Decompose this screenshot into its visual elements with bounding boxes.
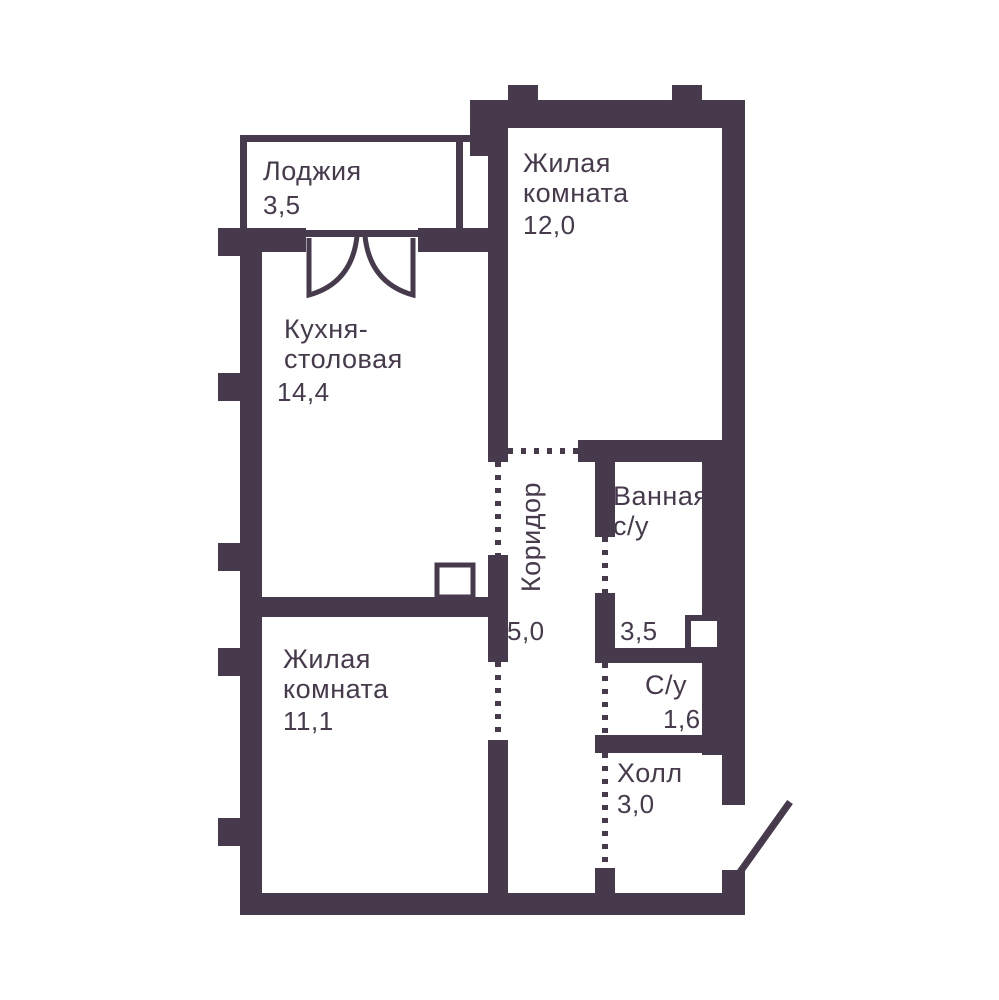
balcony-door-frame <box>305 230 418 237</box>
kitchen-living2-divider <box>262 597 488 617</box>
living1-wall-bottom <box>578 440 745 462</box>
wall-right-inner <box>702 462 722 755</box>
wc-label: С/у <box>645 670 687 700</box>
wall-corner-step <box>470 128 490 156</box>
curtain-left-icon <box>306 235 360 299</box>
living1-area: 12,0 <box>523 210 576 240</box>
living2-label-line1: Жилая <box>283 644 371 674</box>
bathroom-area: 3,5 <box>620 616 658 646</box>
wc-hall-divider <box>595 735 722 753</box>
wall-right-outer-upper <box>722 128 745 805</box>
wall-center-vertical-lower <box>488 740 508 893</box>
bathroom-wall-left-upper <box>595 462 615 537</box>
hall-label: Холл <box>617 758 683 788</box>
vent-shaft-symbol <box>685 615 723 653</box>
loggia-wall-left <box>240 135 247 232</box>
living1-label-line2: комната <box>523 178 629 208</box>
loggia-label: Лоджия <box>263 156 362 186</box>
pilaster-2 <box>218 373 242 401</box>
symbols <box>306 235 793 875</box>
pilaster-3 <box>218 543 242 571</box>
loggia-area: 3,5 <box>263 190 301 220</box>
wc-area: 1,6 <box>663 704 701 734</box>
loggia-wall-top <box>240 135 470 142</box>
corridor-label: Коридор <box>516 482 546 592</box>
hall-wall-left-stub <box>595 868 615 893</box>
labels: Лоджия 3,5 Кухня- столовая 14,4 Жилая ко… <box>263 148 708 819</box>
living1-label-line1: Жилая <box>523 148 611 178</box>
kitchen-label-line2: столовая <box>284 344 403 374</box>
living2-area: 11,1 <box>283 706 334 736</box>
kitchen-area: 14,4 <box>277 377 330 407</box>
bathroom-label-line2: с/у <box>613 511 649 541</box>
kitchen-wall-top-right <box>418 228 508 252</box>
living2-label-line2: комната <box>283 674 389 704</box>
hall-area: 3,0 <box>617 789 655 819</box>
bathroom-wall-left-lower <box>595 593 615 662</box>
bathroom-label-line1: Ванная <box>613 481 708 511</box>
wall-center-vertical-middle <box>488 555 508 662</box>
stove-symbol <box>434 562 476 600</box>
curtain-right-icon <box>362 235 416 299</box>
wall-left-outer <box>240 228 262 915</box>
pilaster-1 <box>218 228 242 256</box>
wall-center-vertical-upper <box>488 100 508 462</box>
entrance-door-leaf <box>737 799 793 875</box>
kitchen-label-line1: Кухня- <box>284 314 368 344</box>
wall-top-outer <box>470 100 745 128</box>
walls <box>218 85 745 915</box>
openings <box>495 448 608 868</box>
pilaster-5 <box>218 818 242 846</box>
kitchen-wall-top-left <box>240 228 306 252</box>
corridor-area: 5,0 <box>507 616 545 646</box>
loggia-wall-right <box>456 135 463 232</box>
pilaster-4 <box>218 648 242 676</box>
wall-bottom-outer <box>240 893 745 915</box>
